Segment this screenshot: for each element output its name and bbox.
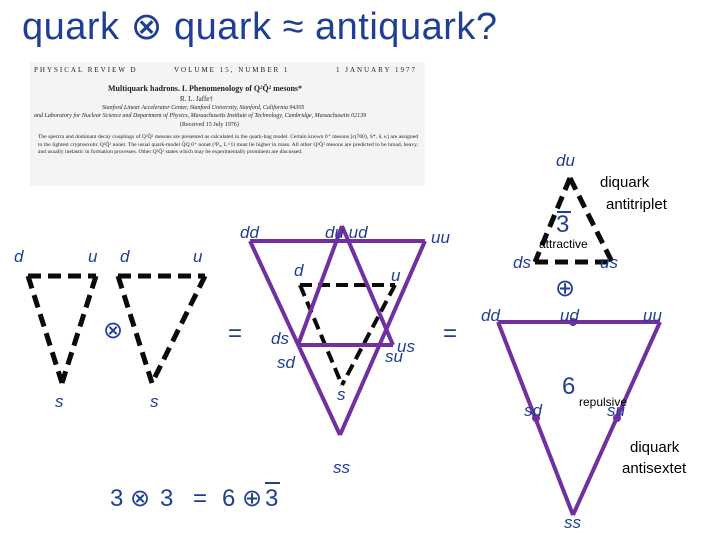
label-su: su [607,401,626,420]
label-antisextet: antisextet [622,460,687,477]
equation-term-3: 3 [110,485,123,512]
label-sd: sd [524,401,543,420]
equals-sign-1: = [228,320,242,347]
label-uu: uu [643,306,662,325]
tri2-label-u: u [193,247,203,266]
hex-label-ss: ss [333,458,351,477]
label-three-bar: 3 [556,211,569,238]
hex-label-dd: dd [240,223,259,242]
equation: 3 ⊗ 3 = 6 ⊕ 3 [110,483,280,512]
label-ud: ud [560,306,579,325]
hex-label-du-ud: du ud [325,223,368,242]
label-du: du [556,151,575,170]
label-ds: ds [513,253,531,272]
triangle-quark-1 [28,276,96,383]
triangle-quark-2 [118,276,205,383]
equation-term-3b: 3 [160,485,173,512]
equals-sign-2: = [443,320,457,347]
hex-label-d: d [294,261,304,280]
hex-label-s: s [337,385,346,404]
otimes-symbol: ⊗ [103,317,123,344]
label-dd: dd [481,306,500,325]
label-us: us [600,253,618,272]
hex-label-u: u [391,266,401,285]
tri2-label-d: d [120,247,130,266]
hex-label-sd: sd [277,353,296,372]
equation-equals: = [193,485,207,512]
hex-label-ds: ds [271,329,289,348]
label-antitriplet: antitriplet [606,196,668,213]
equation-oplus: ⊕ [242,485,262,512]
antisextet-triangle [498,322,660,515]
equation-term-6: 6 [222,485,235,512]
equation-otimes: ⊗ [130,485,150,512]
label-diquark-1: diquark [600,174,650,191]
hex-label-su: su [385,347,404,366]
tri1-label-u: u [88,247,98,266]
tri1-label-s: s [55,392,64,411]
label-six: 6 [562,373,575,400]
label-diquark-2: diquark [630,439,680,456]
tri1-label-d: d [14,247,24,266]
hex-label-uu: uu [431,228,450,247]
equation-term-3bar: 3 [265,485,278,512]
tri2-label-s: s [150,392,159,411]
label-ss-right: ss [564,513,582,532]
oplus-symbol: ⊕ [555,275,575,302]
label-attractive: attractive [539,237,588,251]
